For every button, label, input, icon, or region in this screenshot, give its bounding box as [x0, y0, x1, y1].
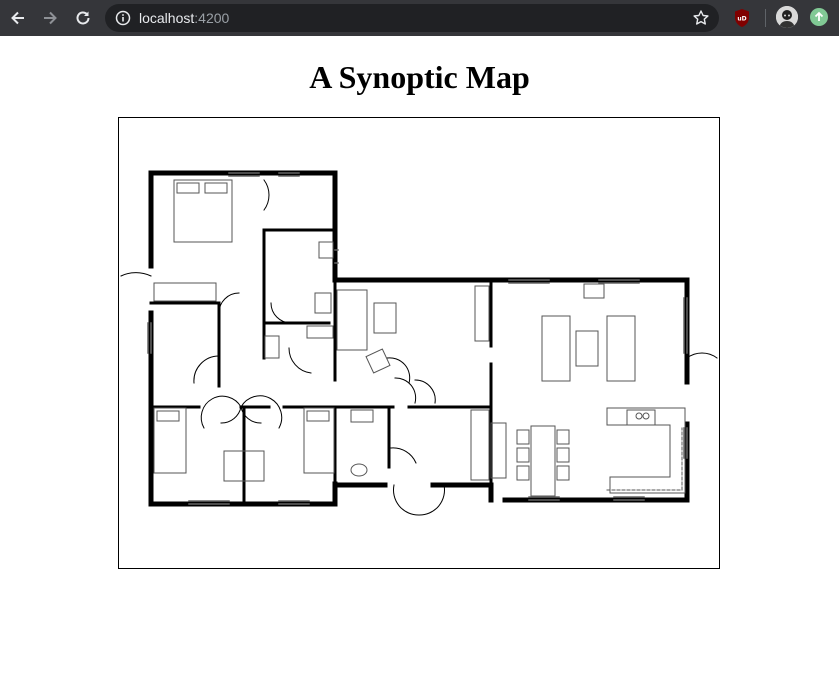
floor-plan-drawing: [120, 170, 718, 516]
arrow-left-icon: [11, 11, 24, 25]
arrow-right-icon: [44, 11, 57, 25]
url-port: :4200: [194, 10, 230, 26]
reload-icon: [76, 11, 90, 25]
svg-text:uD: uD: [737, 16, 746, 23]
floor-plan-map[interactable]: [118, 117, 720, 569]
windows: [147, 172, 688, 505]
ublock-icon: uD: [735, 9, 749, 27]
doors: [120, 179, 718, 516]
forward-button[interactable]: [37, 5, 63, 31]
info-icon[interactable]: [115, 10, 131, 26]
browser-toolbar: localhost:4200 uD: [0, 0, 839, 36]
star-icon[interactable]: [692, 9, 710, 27]
url-text[interactable]: localhost:4200: [139, 10, 229, 26]
update-arrow-icon: [814, 11, 824, 21]
update-button[interactable]: [810, 8, 828, 26]
furniture: [153, 179, 686, 497]
page-title: A Synoptic Map: [309, 59, 530, 95]
toolbar-separator: [765, 9, 766, 27]
avatar[interactable]: [776, 6, 798, 28]
url-host: localhost: [139, 10, 195, 26]
interior-walls: [149, 228, 493, 505]
back-button[interactable]: [5, 5, 31, 31]
profile-avatar-icon: [776, 6, 798, 28]
address-bar[interactable]: localhost:4200: [105, 4, 719, 32]
ublock-extension-button[interactable]: uD: [733, 7, 751, 29]
reload-button[interactable]: [70, 5, 96, 31]
